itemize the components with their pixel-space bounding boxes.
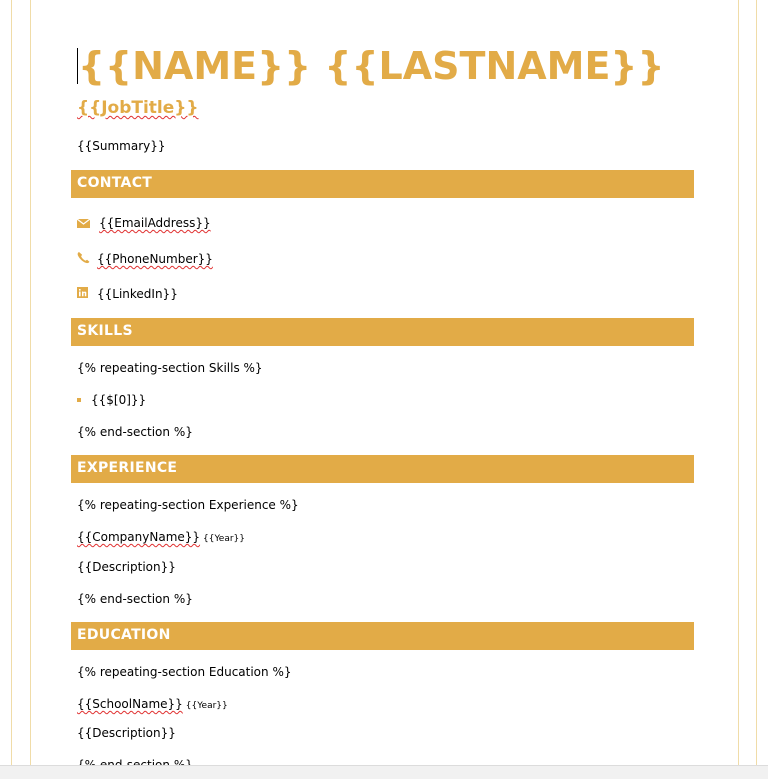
status-bar-strip bbox=[0, 765, 768, 779]
job-title-text: {{JobTitle}} bbox=[77, 98, 199, 118]
margin-guide-right-inner bbox=[738, 0, 739, 766]
education-year: {{Year}} bbox=[185, 701, 228, 711]
margin-guide-left-outer bbox=[11, 0, 12, 766]
section-title-skills: SKILLS bbox=[77, 323, 133, 339]
section-bar-contact: CONTACT bbox=[71, 170, 694, 198]
experience-section-start[interactable]: {% repeating-section Experience %} bbox=[77, 498, 299, 512]
experience-year: {{Year}} bbox=[203, 534, 245, 544]
skills-section-end[interactable]: {% end-section %} bbox=[77, 425, 193, 439]
phone-field[interactable]: {{PhoneNumber}} bbox=[97, 252, 213, 266]
bullet-icon bbox=[77, 398, 81, 402]
section-bar-experience: EXPERIENCE bbox=[71, 455, 694, 483]
envelope-icon bbox=[77, 218, 91, 228]
email-placeholder: {{EmailAddress}} bbox=[99, 216, 211, 230]
name-heading[interactable]: {{NAME}} {{LASTNAME}} bbox=[78, 44, 665, 88]
text-cursor bbox=[77, 48, 78, 84]
company-name: {{CompanyName}} bbox=[77, 530, 201, 544]
section-title-contact: CONTACT bbox=[77, 175, 153, 191]
summary-text[interactable]: {{Summary}} bbox=[77, 139, 166, 153]
skills-section-start[interactable]: {% repeating-section Skills %} bbox=[77, 361, 263, 375]
phone-placeholder: {{PhoneNumber}} bbox=[97, 252, 213, 266]
email-field[interactable]: {{EmailAddress}} bbox=[99, 216, 211, 230]
section-title-education: EDUCATION bbox=[77, 627, 171, 643]
section-title-experience: EXPERIENCE bbox=[77, 460, 178, 476]
linkedin-icon bbox=[77, 287, 88, 298]
phone-icon bbox=[77, 252, 90, 264]
school-name: {{SchoolName}} bbox=[77, 697, 183, 711]
experience-company-line[interactable]: {{CompanyName}}{{Year}} bbox=[77, 530, 245, 544]
skill-item[interactable]: {{$[0]}} bbox=[91, 393, 147, 407]
experience-section-end[interactable]: {% end-section %} bbox=[77, 592, 193, 606]
margin-guide-right-outer bbox=[756, 0, 757, 766]
section-bar-skills: SKILLS bbox=[71, 318, 694, 346]
section-bar-education: EDUCATION bbox=[71, 622, 694, 650]
margin-guide-left-inner bbox=[30, 0, 31, 766]
experience-description[interactable]: {{Description}} bbox=[77, 560, 176, 574]
linkedin-field[interactable]: {{LinkedIn}} bbox=[97, 287, 178, 301]
job-title[interactable]: {{JobTitle}} bbox=[77, 98, 199, 118]
education-school-line[interactable]: {{SchoolName}}{{Year}} bbox=[77, 697, 228, 711]
education-section-start[interactable]: {% repeating-section Education %} bbox=[77, 665, 292, 679]
education-description[interactable]: {{Description}} bbox=[77, 726, 176, 740]
